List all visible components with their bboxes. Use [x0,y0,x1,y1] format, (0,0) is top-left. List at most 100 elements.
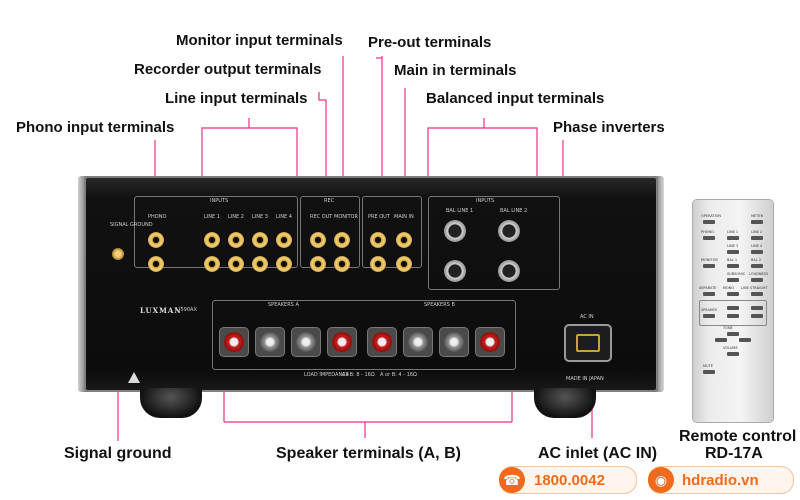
globe-icon: ◉ [648,467,674,493]
remote-loudness-button[interactable] [751,278,763,282]
speaker-a-l-minus-terminal [292,328,320,356]
line1-jack-l [204,232,220,248]
remote-volume-left-button[interactable] [715,338,727,342]
remote-separate-text: SEPARATE [699,286,717,290]
bal-line1-xlr-r [444,260,466,282]
inputs2-heading: INPUTS [476,198,495,204]
pre-out-jack-r [370,256,386,272]
main-in-jack-l [396,232,412,248]
remote-tone-up2-button[interactable] [751,306,763,310]
bal-line2-xlr-r [498,260,520,282]
remote-volume-down-button[interactable] [727,352,739,356]
ac-in-text: AC IN [580,314,594,320]
phase-inverters-label: Phase inverters [553,119,665,136]
remote-line-straight-text: LINE STRAIGHT [741,286,768,290]
bal-line2-xlr-l [498,220,520,242]
main-in-jack-r [396,256,412,272]
remote-speaker-button[interactable] [703,314,715,318]
recorder-output-label: Recorder output terminals [134,61,322,78]
remote-tone-down2-button[interactable] [751,314,763,318]
remote-speaker-text: SPEAKER [701,308,717,312]
remote-mono-button[interactable] [727,292,739,296]
remote-model-label: RD-17A [705,445,763,462]
remote-mute-button[interactable] [703,370,715,374]
amp-foot-left [140,388,202,418]
monitor-jack-l [334,232,350,248]
website-pill[interactable]: ◉ hdradio.vn [648,466,794,494]
remote-operation-button[interactable] [703,220,715,224]
line4-text: LINE 4 [276,214,292,220]
remote-meter-button[interactable] [751,220,763,224]
ac-inlet-label: AC inlet (AC IN) [538,445,658,462]
signal-ground-post [112,248,124,260]
speakers-group [212,300,516,370]
line2-jack-l [228,232,244,248]
pre-out-jack-l [370,232,386,248]
remote-line3-button[interactable] [727,250,739,254]
speaker-b-r-plus-terminal [368,328,396,356]
speaker-terminals-label: Speaker terminals (A, B) [276,445,461,462]
remote-bal2-button[interactable] [751,264,763,268]
line1-text: LINE 1 [204,214,220,220]
remote-volume-up-button[interactable] [727,332,739,336]
monitor-input-label: Monitor input terminals [176,32,343,49]
rec-group [300,196,360,268]
rec-out-jack-l [310,232,326,248]
line1-jack-r [204,256,220,272]
monitor-text: MONITOR [334,214,358,220]
remote-volume-right-button[interactable] [739,338,751,342]
phono-input-label: Phono input terminals [16,119,175,136]
line-input-label: Line input terminals [165,90,308,107]
remote-separate-button[interactable] [703,292,715,296]
remote-tone-text: TONE [723,326,733,330]
speaker-a-r-minus-terminal [256,328,284,356]
remote-line2-button[interactable] [751,236,763,240]
remote-monitor-button[interactable] [703,264,715,268]
model-text: L-590AX [176,307,197,313]
line3-jack-l [252,232,268,248]
phone-pill[interactable]: ☎ 1800.0042 [499,466,637,494]
signal-ground-text: SIGNAL GROUND [110,222,153,228]
speaker-b-r-minus-terminal [404,328,432,356]
phono-jack-l [148,232,164,248]
remote-volume-text: VOLUME [723,346,738,350]
impedance-b-text: A or B: 4 - 16Ω [380,372,417,378]
pre-out-text: PRE OUT [368,214,390,220]
remote-loudness-text: LOUDNESS [749,272,769,276]
rec-out-jack-r [310,256,326,272]
remote-control: OPERATION METER PHONO LINE 1 LINE 2 LINE… [693,200,773,422]
main-in-text: MAIN IN [394,214,414,220]
remote-line3-text: LINE 3 [727,244,739,248]
brand-logo: LUXMAN [140,306,182,315]
bal-line1-xlr-l [444,220,466,242]
remote-line4-text: LINE 4 [751,244,763,248]
remote-meter-text: METER [751,214,764,218]
bal-line2-text: BAL LINE 2 [500,208,528,214]
remote-tone-up-button[interactable] [727,306,739,310]
phono-jack-r [148,256,164,272]
remote-tone-group [699,300,767,326]
load-impedance-text: LOAD IMPEDANCE [304,372,349,378]
remote-line4-button[interactable] [751,250,763,254]
remote-subsonic-text: SUBSONIC [727,272,746,276]
remote-line2-text: LINE 2 [751,230,763,234]
speaker-a-r-plus-terminal [220,328,248,356]
remote-tone-down-button[interactable] [727,314,739,318]
warning-triangle-icon [128,372,140,383]
made-in-text: MADE IN JAPAN [566,376,604,382]
remote-phono-text: PHONO [701,230,714,234]
speaker-b-l-plus-terminal [476,328,504,356]
remote-bal1-button[interactable] [727,264,739,268]
line2-text: LINE 2 [228,214,244,220]
ac-inlet-socket [564,324,612,362]
remote-operation-text: OPERATION [701,214,722,218]
remote-line1-button[interactable] [727,236,739,240]
remote-phono-button[interactable] [703,236,715,240]
remote-line-straight-button[interactable] [751,292,763,296]
balanced-group [428,196,560,290]
remote-mono-text: MONO [723,286,735,290]
remote-monitor-text: MONITOR [701,258,718,262]
website-text: hdradio.vn [682,471,759,489]
remote-subsonic-button[interactable] [727,278,739,282]
speaker-b-l-minus-terminal [440,328,468,356]
